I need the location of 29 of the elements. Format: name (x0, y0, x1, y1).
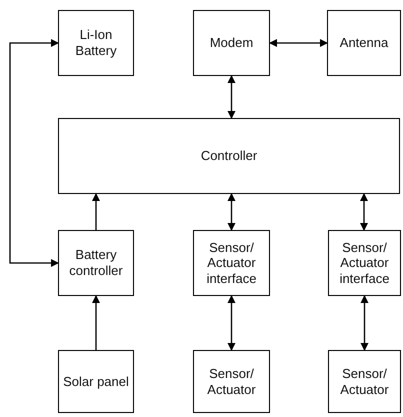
block-box (328, 230, 401, 296)
arrow (360, 193, 368, 231)
block-box (193, 350, 270, 413)
arrow (228, 193, 236, 231)
block-label: Sensor/ Actuator interface (338, 240, 390, 286)
block-label: Battery controller (68, 247, 124, 279)
arrow (92, 295, 100, 350)
arrow (9, 39, 59, 267)
block-box (58, 230, 134, 296)
block-label: Modem (210, 35, 254, 51)
block-box (328, 350, 401, 413)
block-label: Solar panel (63, 374, 129, 390)
block-label: Sensor/ Actuator interface (206, 240, 258, 286)
arrow (92, 193, 100, 230)
block-label: Li-Ion Battery (74, 27, 118, 59)
arrow (269, 39, 328, 47)
block-box (58, 118, 400, 194)
block-label: Sensor/ Actuator (206, 366, 257, 398)
block-label: Antenna (340, 35, 388, 51)
block-box (327, 10, 401, 76)
block-label: Controller (200, 148, 258, 164)
arrow (360, 295, 368, 351)
arrow (228, 295, 236, 351)
block-box (193, 10, 270, 76)
block-box (58, 10, 134, 76)
arrow (228, 75, 236, 119)
block-label: Sensor/ Actuator (339, 366, 390, 398)
block-box (58, 350, 134, 413)
block-box (193, 230, 270, 296)
